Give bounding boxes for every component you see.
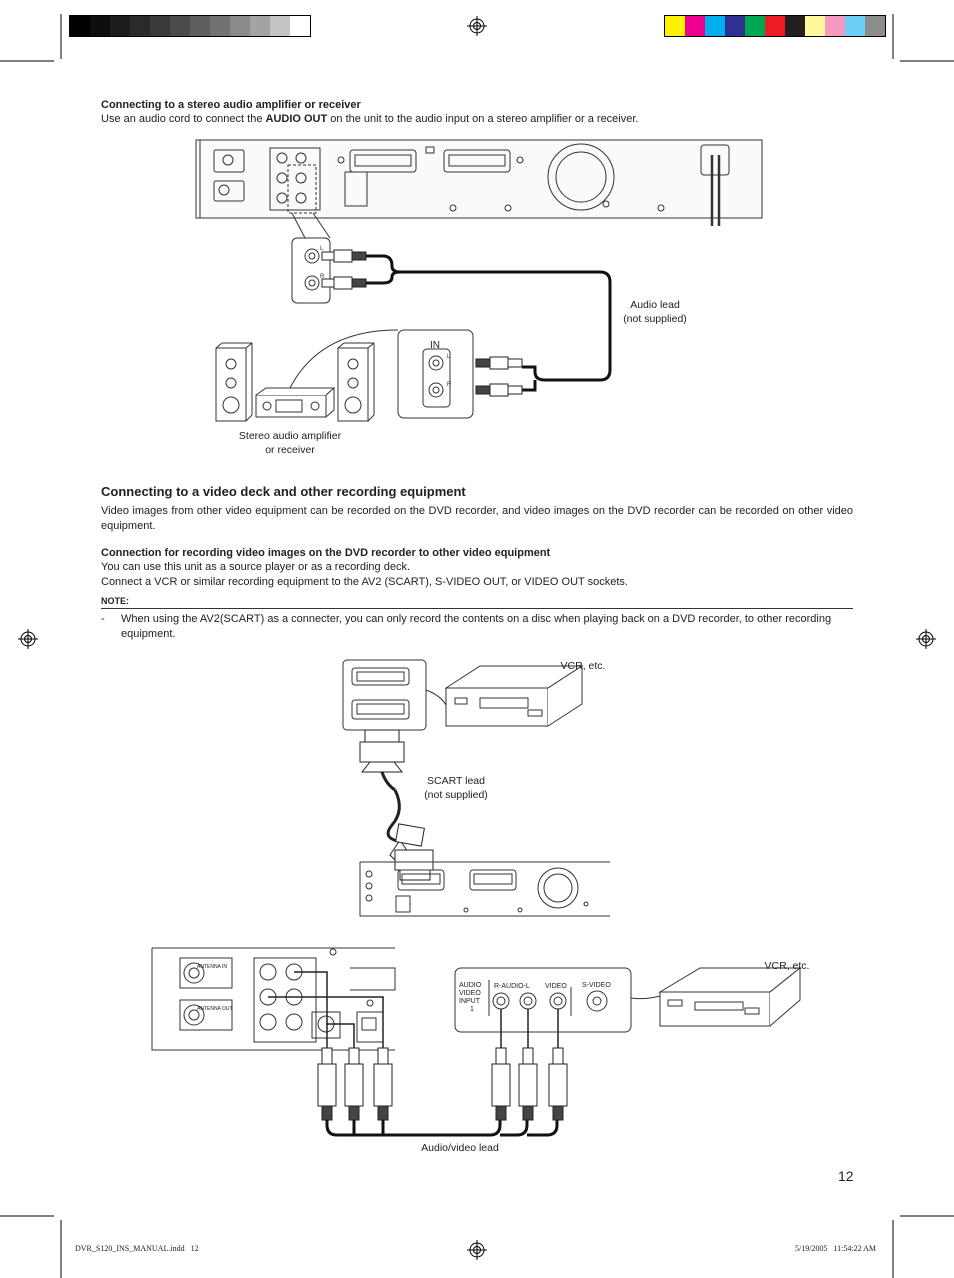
gray-scale-swatch [90,16,110,36]
page-number: 12 [838,1168,854,1184]
vcr-unit-1 [444,665,584,727]
in-label: IN [430,340,440,351]
zoom-l-label: L [320,246,324,252]
input-label-1: AUDIO [459,982,482,989]
gray-scale-swatch [210,16,230,36]
rca-plugs-amp [475,356,523,397]
section2-heading: Connecting to a video deck and other rec… [101,484,466,499]
color-calibration-swatch [865,16,885,36]
zoom-r-label: R [320,274,325,280]
note-dash: - [101,613,105,625]
antenna-out-label: ANTENNA OUT [197,1006,233,1012]
amplifier-line2: or receiver [265,444,315,456]
section1-text-after: on the unit to the audio input on a ster… [327,113,639,125]
rca-plugs-recorder [321,249,367,290]
section1-text-before: Use an audio cord to connect the [101,113,266,125]
input-label-4: 1 [470,1006,474,1013]
gray-scale-swatch [250,16,270,36]
scart-lead-line1: SCART lead [427,775,485,787]
color-calibration-swatch [725,16,745,36]
color-calibration-swatch [745,16,765,36]
audio-lead-line1: Audio lead [630,299,680,311]
amp-l-label: L [447,354,451,360]
vcr-label-1: VCR, etc. [560,660,606,672]
audio-cable [366,254,612,392]
amplifier-label: Stereo audio amplifier or receiver [225,429,355,457]
gray-scale-swatch [190,16,210,36]
color-calibration-swatch [805,16,825,36]
scart-cable [359,729,434,881]
input-label-3: INPUT [459,998,480,1005]
av-cable [325,1120,559,1137]
gray-scale-swatch [270,16,290,36]
recorder-rear-partial [359,861,610,917]
section1-heading: Connecting to a stereo audio amplifier o… [101,99,361,111]
section2-line1: You can use this unit as a source player… [101,561,410,573]
footer-timestamp: 5/19/2005 11:54:22 AM [795,1244,877,1253]
section1-body: Use an audio cord to connect the AUDIO O… [101,112,638,127]
note-text: When using the AV2(SCART) as a connecter… [121,613,832,640]
vcr-label-2: VCR, etc. [764,960,810,972]
video-jack-label: VIDEO [545,983,567,990]
section2-intro: Video images from other video equipment … [101,505,853,532]
av-plugs-vcr [491,1047,568,1121]
footer-file: DVR_S120_INS_MANUAL.indd 12 [75,1244,199,1253]
audio-out-zoom [291,212,331,304]
registration-mark-left [18,629,38,649]
gray-scale-bar [69,15,311,37]
diagram-scart [342,659,610,917]
color-calibration-bar [664,15,886,37]
audio-lead-line2: (not supplied) [623,313,687,325]
antenna-in-label: ANTENNA IN [197,964,227,970]
color-calibration-swatch [785,16,805,36]
input-panel-labels: AUDIO VIDEO INPUT 1 [459,982,485,1014]
gray-scale-swatch [130,16,150,36]
note-rule [101,608,853,609]
s-video-jack-label: S-VIDEO [582,982,611,989]
gray-scale-swatch [70,16,90,36]
vcr-input-panel [454,967,632,1033]
audio-out-label: AUDIO OUT [265,113,328,125]
scart-lead-label: SCART lead (not supplied) [413,774,499,802]
gray-scale-swatch [150,16,170,36]
note-label: NOTE: [101,596,129,606]
color-calibration-swatch [845,16,865,36]
av-plugs-recorder [317,1047,393,1121]
input-label-2: VIDEO [459,990,481,997]
gray-scale-swatch [290,16,310,36]
color-calibration-swatch [665,16,685,36]
registration-mark-right [916,629,936,649]
recorder-rear-closeup [151,947,396,1051]
color-calibration-swatch [705,16,725,36]
av-lead-label: Audio/video lead [421,1142,499,1154]
speaker-right [337,342,375,422]
diagram-audio-amplifier: L R IN L R [195,139,763,422]
color-calibration-swatch [825,16,845,36]
r-audio-l-label: R-AUDIO-L [494,983,530,990]
amp-input-panel [397,329,474,419]
vcr-unit-2 [658,966,802,1027]
scart-lead-line2: (not supplied) [424,789,488,801]
gray-scale-swatch [230,16,250,36]
section2-line2: Connect a VCR or similar recording equip… [101,576,628,588]
gray-scale-swatch [110,16,130,36]
amplifier-line1: Stereo audio amplifier [238,430,342,442]
gray-scale-swatch [170,16,190,36]
color-calibration-swatch [765,16,785,36]
amp-r-label: R [447,382,452,388]
speaker-left [215,342,253,422]
section2-subheading: Connection for recording video images on… [101,547,551,559]
audio-lead-label: Audio lead (not supplied) [610,298,700,326]
amplifier-unit [255,387,336,418]
recorder-rear-panel [195,139,763,226]
registration-mark-bottom [467,1240,487,1260]
registration-mark-top [467,16,487,36]
diagram-av-cable: ANTENNA IN ANTENNA OUT [151,947,802,1137]
color-calibration-swatch [685,16,705,36]
